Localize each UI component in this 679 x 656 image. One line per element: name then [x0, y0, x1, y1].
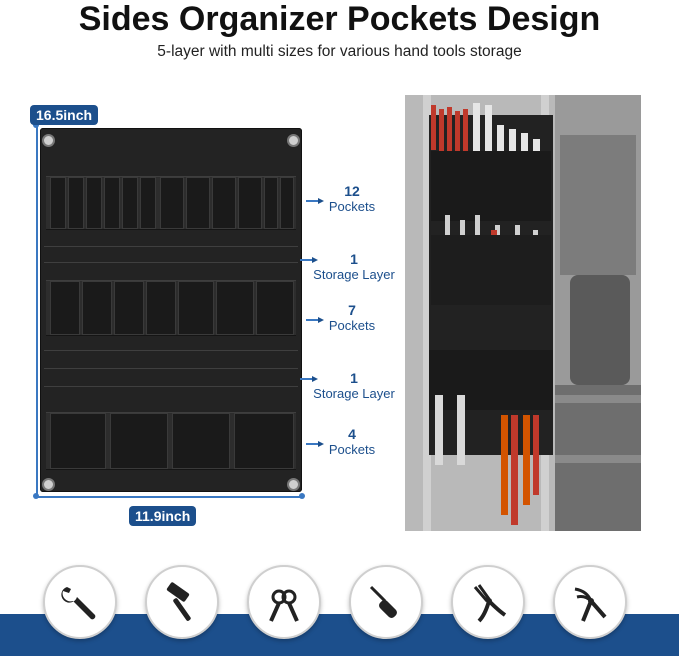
organizer-on-cart-illustration	[405, 95, 641, 531]
callout-text: Pockets	[328, 442, 376, 457]
height-badge: 16.5inch	[30, 105, 99, 125]
grommet	[287, 134, 300, 147]
pocket-row-7	[46, 280, 296, 336]
pocket-row-12	[46, 176, 296, 230]
pocket	[212, 177, 236, 229]
storage-layer-seam	[44, 262, 298, 263]
pocket	[110, 413, 168, 469]
pocket	[186, 177, 210, 229]
pocket	[238, 177, 262, 229]
storage-layer-seam	[44, 386, 298, 387]
arrow-right-icon	[306, 441, 324, 447]
wrench-icon	[43, 565, 117, 639]
product-photo	[405, 95, 641, 531]
pocket	[104, 177, 120, 229]
width-dimension-line	[36, 496, 302, 498]
pocket	[114, 281, 144, 335]
storage-layer-seam	[44, 350, 298, 351]
pocket	[172, 413, 230, 469]
callout-text: Storage Layer	[313, 386, 395, 401]
pocket	[50, 177, 66, 229]
height-dimension-line	[36, 125, 38, 497]
callout-7-pockets: 7 Pockets	[322, 302, 382, 333]
callout-text: Pockets	[328, 318, 376, 333]
organizer-panel	[40, 128, 302, 492]
pruning-shears-icon	[553, 565, 627, 639]
callout-text: Storage Layer	[313, 267, 395, 282]
callout-number: 1	[350, 370, 358, 386]
page-title: Sides Organizer Pockets Design	[78, 0, 601, 38]
grommet	[287, 478, 300, 491]
dimension-dot	[33, 122, 39, 128]
callout-number: 7	[348, 302, 356, 318]
hammer-icon	[145, 565, 219, 639]
storage-layer-seam	[44, 368, 298, 369]
callout-text: Pockets	[328, 199, 376, 214]
grommet	[42, 134, 55, 147]
callout-storage-layer: 1 Storage Layer	[312, 251, 396, 282]
long-nose-pliers-icon	[451, 565, 525, 639]
pocket	[178, 281, 214, 335]
pocket	[68, 177, 84, 229]
arrow-right-icon	[300, 257, 318, 263]
pocket	[146, 281, 176, 335]
pocket	[82, 281, 112, 335]
dimension-dot	[299, 493, 305, 499]
arrow-right-icon	[306, 317, 324, 323]
pocket-row-4	[46, 412, 296, 470]
screwdriver-icon	[349, 565, 423, 639]
pocket	[256, 281, 294, 335]
pocket	[280, 177, 294, 229]
pocket	[160, 177, 184, 229]
pocket	[122, 177, 138, 229]
width-badge: 11.9inch	[129, 506, 197, 526]
pocket	[50, 281, 80, 335]
pocket	[140, 177, 156, 229]
callout-12-pockets: 12 Pockets	[322, 183, 382, 214]
dimension-dot	[33, 493, 39, 499]
pocket	[216, 281, 254, 335]
pocket	[86, 177, 102, 229]
grommet	[42, 478, 55, 491]
pliers-icon	[247, 565, 321, 639]
callout-4-pockets: 4 Pockets	[322, 426, 382, 457]
callout-number: 12	[344, 183, 360, 199]
arrow-right-icon	[300, 376, 318, 382]
arrow-right-icon	[306, 198, 324, 204]
storage-layer-seam	[44, 246, 298, 247]
pocket	[234, 413, 294, 469]
callout-number: 4	[348, 426, 356, 442]
callout-storage-layer: 1 Storage Layer	[312, 370, 396, 401]
pocket	[264, 177, 278, 229]
pocket	[50, 413, 106, 469]
callout-number: 1	[350, 251, 358, 267]
page-subtitle: 5-layer with multi sizes for various han…	[157, 43, 522, 60]
